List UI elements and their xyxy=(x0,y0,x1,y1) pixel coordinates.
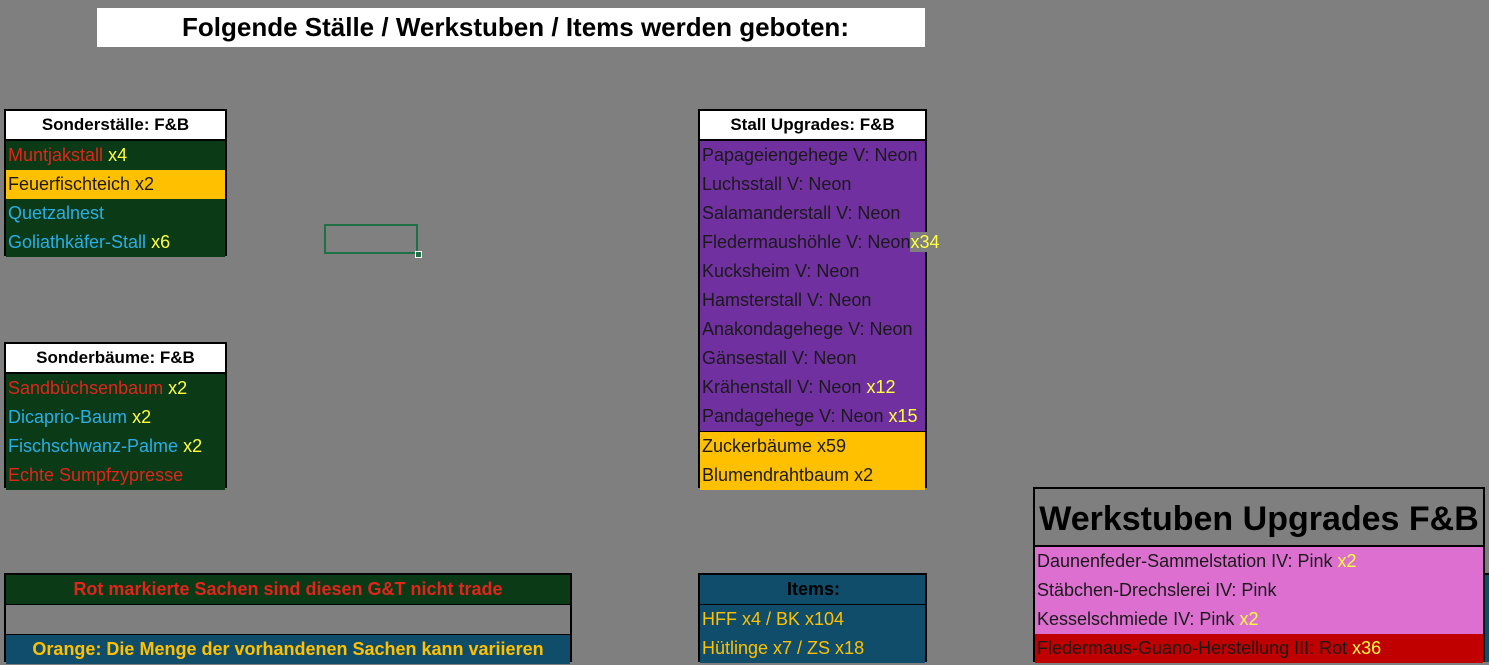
edge-cell xyxy=(1485,573,1489,662)
row-qty: x2 xyxy=(183,436,203,456)
row-name: Feuerfischteich x2 xyxy=(8,174,155,194)
row-qty: x2 xyxy=(168,378,188,398)
row-qty: x6 xyxy=(151,232,171,252)
sonderstaelle-header: Sonderställe: F&B xyxy=(6,111,225,141)
table-row[interactable]: Echte Sumpfzypresse xyxy=(6,461,225,490)
sonderbaeume-table: Sonderbäume: F&B Sandbüchsenbaum x2 Dica… xyxy=(4,342,227,490)
table-row[interactable]: Fischschwanz-Palme x2 xyxy=(6,432,225,461)
table-row[interactable]: Daunenfeder-Sammelstation IV: Pink x2 xyxy=(1035,547,1483,576)
red-note: Rot markierte Sachen sind diesen G&T nic… xyxy=(6,575,570,605)
table-row[interactable]: Anakondagehege V: Neon xyxy=(700,315,925,344)
row-name: Gänsestall V: Neon xyxy=(702,348,857,368)
stall-upgrades-table: Stall Upgrades: F&B Papageiengehege V: N… xyxy=(698,109,940,490)
row-name: Zuckerbäume x59 xyxy=(702,436,847,456)
row-name: Pandagehege V: Neon xyxy=(702,406,884,426)
row-name: Hamsterstall V: Neon xyxy=(702,290,872,310)
row-name: Papageiengehege V: Neon xyxy=(702,145,918,165)
row-name: Muntjakstall xyxy=(8,145,104,165)
row-qty: x4 xyxy=(108,145,128,165)
table-row[interactable]: Feuerfischteich x2 xyxy=(6,170,225,199)
row-name: Fledermaus-Guano-Herstellung III: Rot xyxy=(1037,638,1348,658)
table-row[interactable]: Blumendrahtbaum x2 xyxy=(700,461,925,490)
row-qty: x12 xyxy=(866,377,896,397)
werkstuben-header: Werkstuben Upgrades F&B xyxy=(1035,489,1483,547)
sonderstaelle-table: Sonderställe: F&B Muntjakstall x4 Feuerf… xyxy=(4,109,227,257)
row-qty: x2 xyxy=(132,407,152,427)
table-row[interactable]: Papageiengehege V: Neon xyxy=(700,141,925,170)
fill-handle[interactable] xyxy=(415,251,422,258)
empty-row xyxy=(6,605,570,635)
table-row[interactable]: Dicaprio-Baum x2 xyxy=(6,403,225,432)
row-qty: x2 xyxy=(1337,551,1357,571)
row-name: Quetzalnest xyxy=(8,203,105,223)
page-title: Folgende Ställe / Werkstuben / Items wer… xyxy=(97,8,925,47)
row-qty: x34 xyxy=(910,232,940,252)
row-name: Daunenfeder-Sammelstation IV: Pink xyxy=(1037,551,1333,571)
row-name: Echte Sumpfzypresse xyxy=(8,465,184,485)
notes-table: Rot markierte Sachen sind diesen G&T nic… xyxy=(4,573,572,664)
stall-upgrades-header: Stall Upgrades: F&B xyxy=(700,111,925,141)
row-name: Stäbchen-Drechslerei IV: Pink xyxy=(1037,580,1277,600)
sonderbaeume-header: Sonderbäume: F&B xyxy=(6,344,225,374)
werkstuben-table: Werkstuben Upgrades F&B Daunenfeder-Samm… xyxy=(1033,487,1485,663)
table-row[interactable]: Pandagehege V: Neon x15 xyxy=(700,402,925,432)
row-name: Krähenstall V: Neon xyxy=(702,377,862,397)
table-row[interactable]: Salamanderstall V: Neon xyxy=(700,199,925,228)
table-row[interactable]: Krähenstall V: Neon x12 xyxy=(700,373,925,402)
row-name: Goliathkäfer-Stall xyxy=(8,232,147,252)
table-row[interactable]: Kesselschmiede IV: Pink x2 xyxy=(1035,605,1483,634)
row-name: Kesselschmiede IV: Pink xyxy=(1037,609,1235,629)
table-row[interactable]: Fledermaushöhle V: Neonx34 xyxy=(700,228,940,257)
orange-note: Orange: Die Menge der vorhandenen Sachen… xyxy=(6,635,570,664)
row-name: Anakondagehege V: Neon xyxy=(702,319,913,339)
table-row[interactable]: Kucksheim V: Neon xyxy=(700,257,925,286)
table-row[interactable]: Quetzalnest xyxy=(6,199,225,228)
row-qty: x2 xyxy=(1239,609,1259,629)
selected-cell[interactable] xyxy=(324,224,418,254)
row-name: Dicaprio-Baum xyxy=(8,407,128,427)
row-name: Fledermaushöhle V: Neon xyxy=(702,232,911,252)
items-header: Items: xyxy=(700,575,925,605)
table-row[interactable]: Luchsstall V: Neon xyxy=(700,170,925,199)
table-row[interactable]: Hamsterstall V: Neon xyxy=(700,286,925,315)
row-name: Sandbüchsenbaum xyxy=(8,378,164,398)
table-row[interactable]: Fledermaus-Guano-Herstellung III: Rot x3… xyxy=(1035,634,1483,663)
row-qty: x36 xyxy=(1352,638,1382,658)
table-row[interactable]: Zuckerbäume x59 xyxy=(700,432,925,461)
row-name: Fischschwanz-Palme xyxy=(8,436,179,456)
row-name: Luchsstall V: Neon xyxy=(702,174,852,194)
table-row[interactable]: Muntjakstall x4 xyxy=(6,141,225,170)
table-row[interactable]: Gänsestall V: Neon xyxy=(700,344,925,373)
table-row[interactable]: Goliathkäfer-Stall x6 xyxy=(6,228,225,257)
row-name: Salamanderstall V: Neon xyxy=(702,203,901,223)
table-row[interactable]: Hütlinge x7 / ZS x18 xyxy=(700,634,925,663)
table-row[interactable]: Sandbüchsenbaum x2 xyxy=(6,374,225,403)
items-table: Items: HFF x4 / BK x104 Hütlinge x7 / ZS… xyxy=(698,573,927,663)
table-row[interactable]: HFF x4 / BK x104 xyxy=(700,605,925,634)
row-name: Kucksheim V: Neon xyxy=(702,261,860,281)
row-name: Blumendrahtbaum x2 xyxy=(702,465,874,485)
table-row[interactable]: Stäbchen-Drechslerei IV: Pink xyxy=(1035,576,1483,605)
row-qty: x15 xyxy=(888,406,918,426)
